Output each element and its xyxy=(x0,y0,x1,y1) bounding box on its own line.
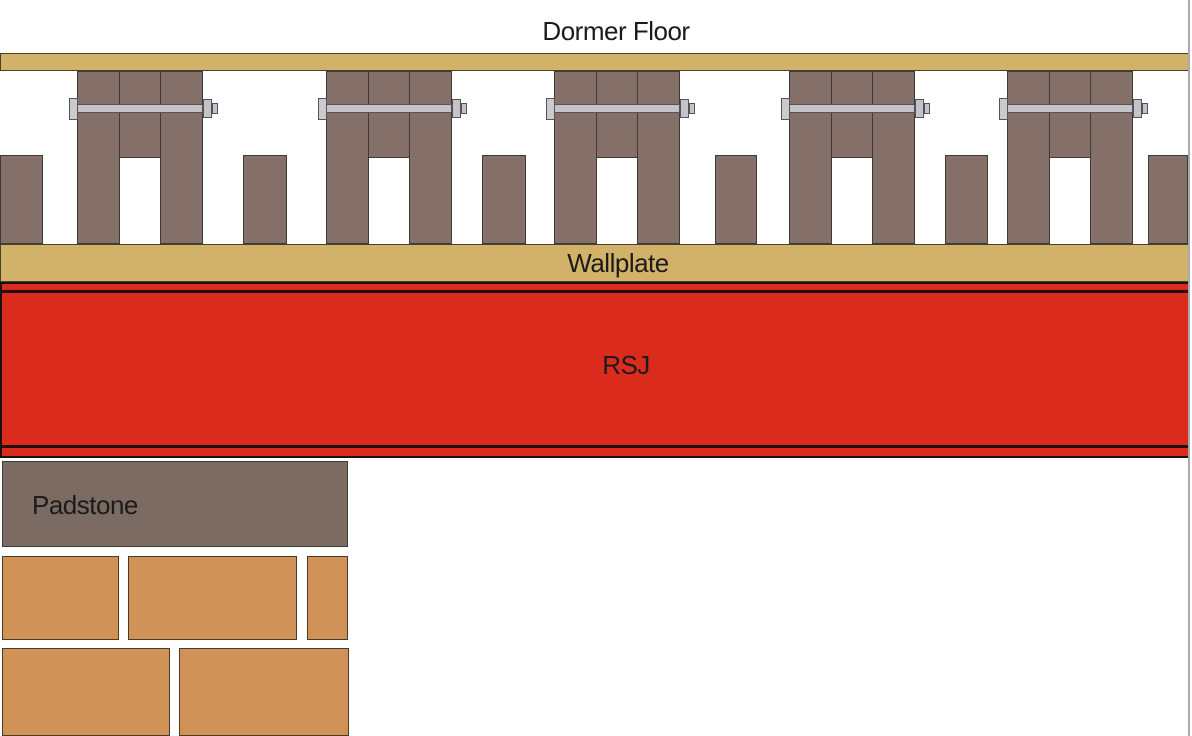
brick xyxy=(179,648,349,736)
padstone-label: Padstone xyxy=(32,490,138,520)
short-joist xyxy=(715,155,757,244)
joist-outer-left xyxy=(1007,71,1050,244)
bolt-end xyxy=(1141,103,1148,114)
dormer-floor-label: Dormer Floor xyxy=(542,16,690,46)
joist-middle xyxy=(118,71,162,158)
padstone-block xyxy=(2,461,348,547)
bolt-rod xyxy=(1007,104,1133,113)
short-joist xyxy=(1148,155,1188,244)
joist-outer-left xyxy=(789,71,832,244)
bolt-rod xyxy=(554,104,680,113)
rsj-bottom-flange-line xyxy=(2,445,1188,448)
wallplate-label: Wallplate xyxy=(567,248,669,278)
dormer-floor-plate xyxy=(0,53,1190,71)
brick xyxy=(2,556,119,640)
rsj-label: RSJ xyxy=(602,350,650,380)
rsj-top-flange-line xyxy=(2,290,1188,293)
brick xyxy=(2,648,170,736)
joist-outer-right xyxy=(872,71,915,244)
short-joist xyxy=(482,155,526,244)
bolt-rod xyxy=(789,104,915,113)
joist-middle xyxy=(595,71,639,158)
joist-outer-left xyxy=(77,71,120,244)
bolt-rod xyxy=(326,104,452,113)
joist-outer-right xyxy=(1090,71,1133,244)
brick xyxy=(128,556,297,640)
joist-outer-left xyxy=(326,71,369,244)
bolt-end xyxy=(211,103,218,114)
joist-outer-left xyxy=(554,71,597,244)
joist-middle xyxy=(830,71,874,158)
bolt-end xyxy=(923,103,930,114)
brick xyxy=(307,556,348,640)
bolt-end xyxy=(688,103,695,114)
rsj-beam xyxy=(0,282,1190,458)
joist-middle xyxy=(1048,71,1092,158)
joist-outer-right xyxy=(160,71,203,244)
joist-outer-right xyxy=(409,71,452,244)
wallplate-beam xyxy=(0,244,1190,282)
short-joist xyxy=(243,155,287,244)
short-joist xyxy=(0,155,43,244)
bolt-rod xyxy=(77,104,203,113)
short-joist xyxy=(945,155,988,244)
bolt-end xyxy=(460,103,467,114)
joist-middle xyxy=(367,71,411,158)
joist-outer-right xyxy=(637,71,680,244)
right-edge-line xyxy=(1188,0,1191,736)
